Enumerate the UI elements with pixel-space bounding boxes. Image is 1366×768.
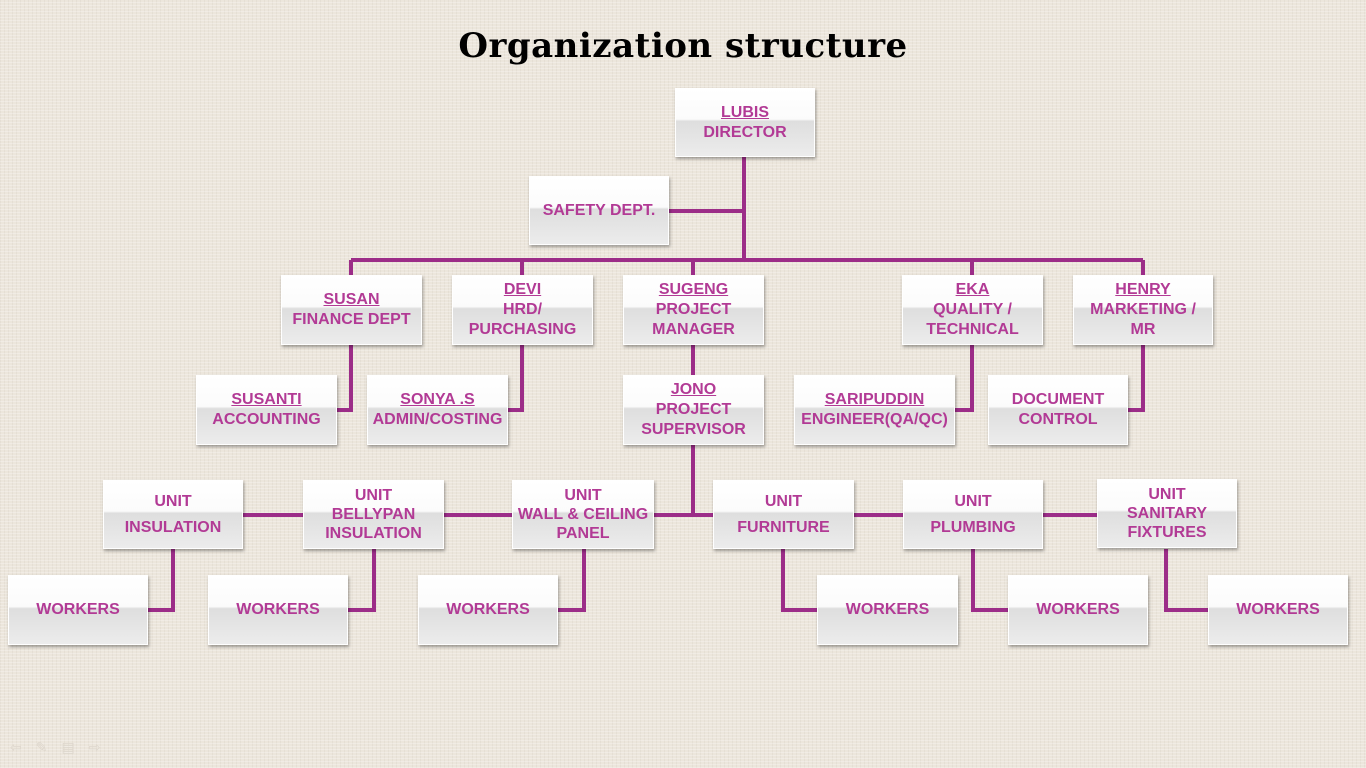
safety-role: SAFETY DEPT.: [542, 201, 656, 219]
staff-box-document-control: DOCUMENT CONTROL: [988, 375, 1128, 445]
staff-box-admin: SONYA .S ADMIN/COSTING: [367, 375, 508, 445]
back-arrow-icon[interactable]: ⇦: [10, 739, 22, 755]
unit-label: UNIT: [564, 487, 602, 504]
staff-role: ACCOUNTING: [212, 411, 321, 428]
manager-name: SUSAN: [323, 291, 380, 308]
manager-name: DEVI: [503, 281, 542, 298]
manager-box-project: SUGENG PROJECT MANAGER: [623, 275, 764, 345]
director-name: LUBIS: [721, 103, 769, 121]
manager-role: MARKETING / MR: [1090, 301, 1196, 338]
unit-label: UNIT: [954, 492, 992, 510]
slideshow-nav: ⇦ ✎ ▤ ⇨: [10, 739, 100, 756]
unit-role: INSULATION: [124, 518, 222, 536]
manager-name: HENRY: [1115, 281, 1171, 298]
workers-label: WORKERS: [236, 601, 320, 618]
unit-box-wall-ceiling: UNIT WALL & CEILING PANEL: [512, 480, 654, 549]
staff-role: DOCUMENT CONTROL: [1011, 391, 1105, 428]
safety-box: SAFETY DEPT.: [529, 176, 669, 245]
forward-arrow-icon[interactable]: ⇨: [88, 739, 101, 755]
workers-label: WORKERS: [1036, 601, 1120, 618]
staff-role: PROJECT SUPERVISOR: [641, 401, 746, 438]
staff-role: ENGINEER(QA/QC): [801, 411, 948, 428]
staff-role: ADMIN/COSTING: [372, 411, 503, 428]
unit-box-plumbing: UNIT PLUMBING: [903, 480, 1043, 549]
workers-label: WORKERS: [36, 601, 120, 618]
unit-role: BELLYPAN INSULATION: [325, 506, 422, 542]
unit-role: PLUMBING: [930, 518, 1016, 536]
workers-box: WORKERS: [8, 575, 148, 645]
staff-box-engineer: SARIPUDDIN ENGINEER(QA/QC): [794, 375, 955, 445]
manager-role: HRD/ PURCHASING: [468, 301, 577, 338]
workers-box: WORKERS: [817, 575, 958, 645]
page-title: Organization structure: [458, 26, 908, 66]
staff-name: SUSANTI: [231, 391, 302, 408]
staff-name: JONO: [670, 381, 717, 398]
manager-role: QUALITY / TECHNICAL: [926, 301, 1019, 338]
director-box: LUBIS DIRECTOR: [675, 88, 815, 157]
staff-box-accounting: SUSANTI ACCOUNTING: [196, 375, 337, 445]
workers-box: WORKERS: [1208, 575, 1348, 645]
manager-role: PROJECT MANAGER: [652, 301, 735, 338]
manager-box-hrd: DEVI HRD/ PURCHASING: [452, 275, 593, 345]
unit-box-furniture: UNIT FURNITURE: [713, 480, 854, 549]
unit-box-sanitary: UNIT SANITARY FIXTURES: [1097, 479, 1237, 548]
workers-box: WORKERS: [1008, 575, 1148, 645]
unit-role: FURNITURE: [737, 518, 830, 536]
unit-role: WALL & CEILING PANEL: [517, 506, 649, 542]
manager-name: EKA: [955, 281, 990, 298]
workers-box: WORKERS: [418, 575, 558, 645]
unit-label: UNIT: [764, 492, 803, 510]
workers-label: WORKERS: [845, 601, 930, 618]
unit-label: UNIT: [1148, 486, 1186, 503]
unit-box-bellypan: UNIT BELLYPAN INSULATION: [303, 480, 444, 549]
staff-name: SARIPUDDIN: [824, 391, 925, 408]
pen-icon[interactable]: ✎: [35, 739, 48, 755]
workers-label: WORKERS: [446, 601, 530, 618]
unit-label: UNIT: [154, 492, 192, 510]
staff-box-supervisor: JONO PROJECT SUPERVISOR: [623, 375, 764, 445]
manager-box-finance: SUSAN FINANCE DEPT: [281, 275, 422, 345]
unit-box-insulation: UNIT INSULATION: [103, 480, 243, 549]
staff-name: SONYA .S: [400, 391, 475, 408]
manager-role: FINANCE DEPT: [292, 311, 411, 328]
manager-name: SUGENG: [658, 281, 729, 298]
menu-icon[interactable]: ▤: [61, 739, 75, 755]
workers-box: WORKERS: [208, 575, 348, 645]
manager-box-marketing: HENRY MARKETING / MR: [1073, 275, 1213, 345]
director-role: DIRECTOR: [703, 123, 787, 141]
unit-role: SANITARY FIXTURES: [1127, 505, 1207, 541]
unit-label: UNIT: [354, 487, 393, 504]
workers-label: WORKERS: [1236, 601, 1320, 618]
manager-box-quality: EKA QUALITY / TECHNICAL: [902, 275, 1043, 345]
